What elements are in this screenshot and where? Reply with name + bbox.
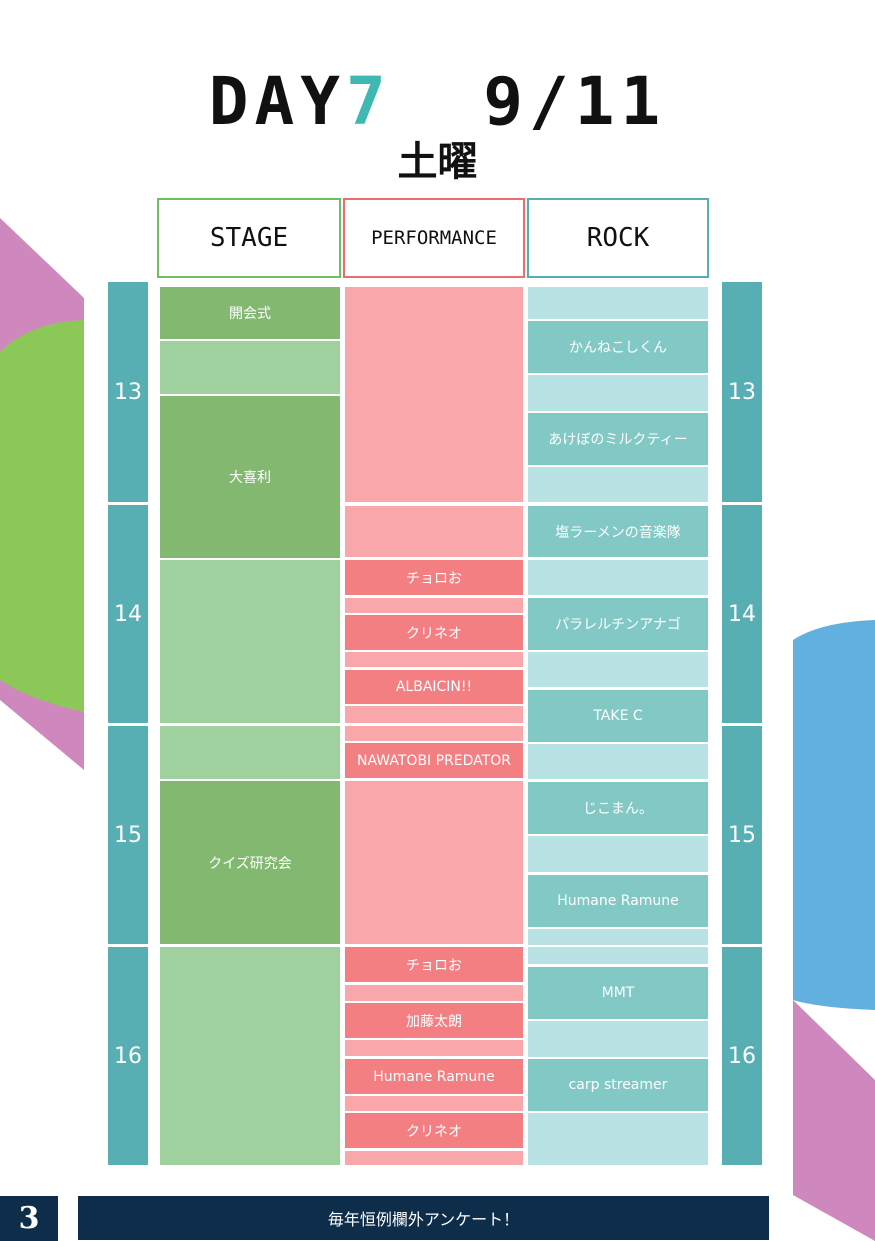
left-green-shape [0, 320, 84, 712]
rock-slot-humane: Humane Ramune [528, 875, 708, 927]
slot-label: Humane Ramune [557, 893, 679, 909]
page-number: 3 [0, 1196, 58, 1241]
hour-label-left: 13 [108, 282, 148, 502]
rock-slot-takec: TAKE C [528, 690, 708, 742]
rock-slot-empty [528, 375, 708, 411]
page-title: DAY7 9/11 [0, 66, 875, 138]
stage-slot-oogiri: 大喜利 [160, 396, 340, 558]
slot-label: TAKE C [593, 708, 643, 724]
column-header-performance: PERFORMANCE [343, 198, 525, 278]
rock-slot-empty [528, 467, 708, 502]
rock-slot-empty [528, 744, 708, 779]
day-number: 7 [346, 63, 392, 140]
slot-label: NAWATOBI PREDATOR [357, 752, 511, 769]
column-header-label: PERFORMANCE [371, 227, 497, 249]
stage-slot-empty [160, 947, 340, 1165]
performance-slot-empty [345, 287, 523, 502]
slot-label: クリネオ [406, 625, 462, 642]
slot-label: チョロお [406, 957, 462, 974]
slot-label: 開会式 [229, 306, 271, 322]
slot-label: あけぼのミルクティー [548, 432, 688, 448]
slot-label: 大喜利 [229, 470, 271, 486]
hour-label-right: 15 [722, 726, 762, 944]
weekday: 土曜 [397, 139, 478, 185]
date: 9/11 [483, 63, 667, 140]
stage-slot-quiz: クイズ研究会 [160, 781, 340, 944]
slot-label: じこまん。 [583, 801, 653, 817]
stage-slot-empty [160, 341, 340, 394]
stage-slot-opening: 開会式 [160, 287, 340, 339]
rock-slot-empty [528, 947, 708, 964]
performance-slot-empty [345, 726, 523, 741]
performance-slot-empty [345, 1096, 523, 1111]
performance-slot-empty [345, 985, 523, 1001]
performance-slot-nawatobi: NAWATOBI PREDATOR [345, 743, 523, 778]
slot-label: carp streamer [568, 1077, 668, 1093]
slot-label: クイズ研究会 [208, 855, 292, 872]
performance-slot-empty [345, 1040, 523, 1056]
performance-slot-kurineo: クリネオ [345, 615, 523, 650]
rock-slot-empty [528, 1113, 708, 1165]
slot-label: 加藤太朗 [406, 1013, 462, 1030]
hour-label-right: 16 [722, 947, 762, 1165]
performance-slot-choroo: チョロお [345, 560, 523, 595]
rock-slot-empty [528, 1021, 708, 1057]
rock-slot-carp: carp streamer [528, 1059, 708, 1111]
column-header-label: STAGE [209, 223, 289, 253]
day-prefix: DAY [208, 63, 347, 140]
rock-slot-empty [528, 560, 708, 595]
slot-label: パラレルチンアナゴ [555, 617, 681, 633]
column-header-stage: STAGE [157, 198, 341, 278]
rock-slot-empty [528, 652, 708, 687]
performance-slot-kato: 加藤太朗 [345, 1003, 523, 1038]
slot-label: かんねこしくん [569, 340, 667, 356]
slot-label: Humane Ramune [373, 1068, 495, 1085]
performance-slot-humane: Humane Ramune [345, 1059, 523, 1094]
right-blue-shape [793, 620, 875, 1010]
hour-label-left: 15 [108, 726, 148, 944]
performance-slot-empty [345, 1151, 523, 1165]
slot-label: 塩ラーメンの音楽隊 [555, 524, 681, 541]
rock-slot-parallel: パラレルチンアナゴ [528, 598, 708, 650]
footer-bar: 毎年恒例欄外アンケート！ [78, 1196, 769, 1240]
performance-slot-choroo: チョロお [345, 947, 523, 982]
stage-slot-empty [160, 560, 340, 723]
rock-slot-empty [528, 287, 708, 319]
hour-label-right: 14 [722, 505, 762, 723]
performance-slot-albaicin: ALBAICIN!! [345, 670, 523, 704]
rock-slot-shio: 塩ラーメンの音楽隊 [528, 506, 708, 557]
performance-slot-empty [345, 652, 523, 667]
performance-slot-empty [345, 506, 523, 557]
hour-label-left: 14 [108, 505, 148, 723]
right-pink-shape [793, 1000, 875, 1241]
stage-slot-empty [160, 726, 340, 779]
rock-slot-jikoman: じこまん。 [528, 782, 708, 834]
rock-slot-empty [528, 836, 708, 872]
slot-label: MMT [601, 985, 635, 1001]
column-header-label: ROCK [586, 223, 650, 253]
performance-slot-kurineo: クリネオ [345, 1113, 523, 1148]
column-header-rock: ROCK [527, 198, 709, 278]
slot-label: チョロお [406, 570, 462, 587]
rock-slot-akebono: あけぼのミルクティー [528, 413, 708, 465]
rock-slot-mmt: MMT [528, 967, 708, 1019]
performance-slot-empty [345, 781, 523, 944]
slot-label: ALBAICIN!! [395, 679, 473, 695]
hour-label-left: 16 [108, 947, 148, 1165]
footer-note: 毎年恒例欄外アンケート！ [327, 1210, 520, 1229]
performance-slot-empty [345, 706, 523, 723]
hour-label-right: 13 [722, 282, 762, 502]
performance-slot-empty [345, 598, 523, 613]
rock-slot-empty [528, 929, 708, 945]
slot-label: クリネオ [406, 1123, 462, 1140]
rock-slot-kanneko: かんねこしくん [528, 321, 708, 373]
